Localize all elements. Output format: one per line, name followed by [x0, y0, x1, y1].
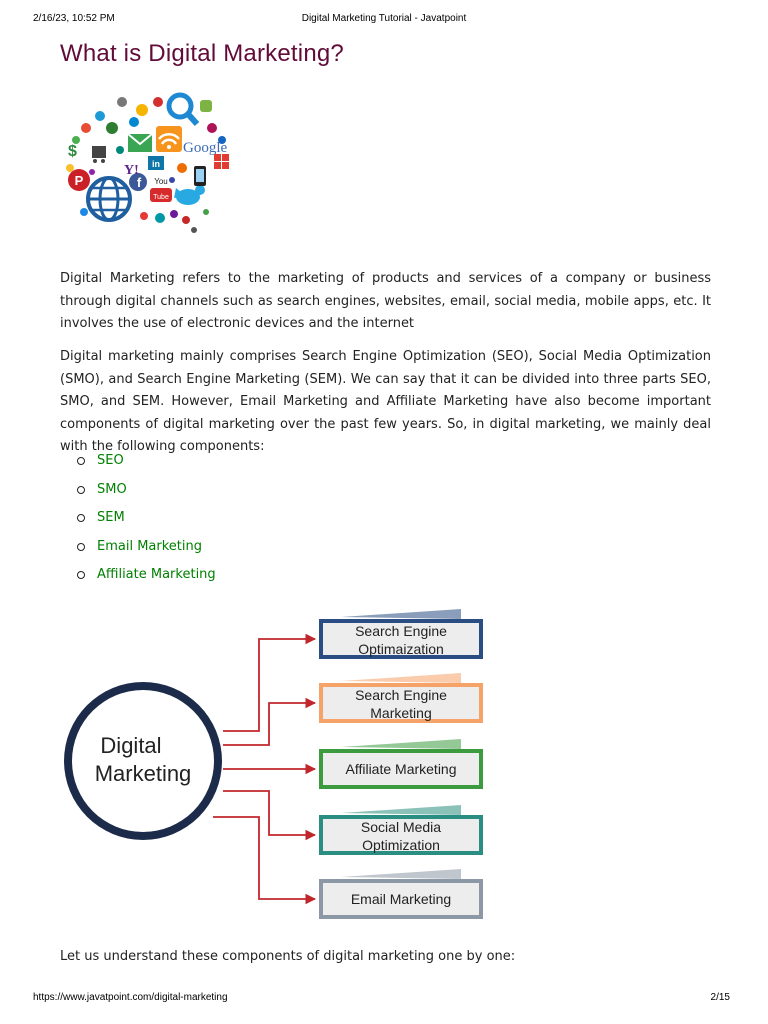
print-page-title: Digital Marketing Tutorial - Javatpoint: [301, 13, 467, 24]
svg-text:Google: Google: [183, 140, 228, 156]
facebook-icon: f: [129, 173, 147, 191]
box-label: Search Engine: [355, 623, 447, 639]
youtube-icon: Tube You: [150, 177, 172, 202]
component-box: Affiliate Marketing: [319, 739, 483, 789]
box-label: Email Marketing: [351, 891, 451, 907]
box-label: Social Media: [361, 819, 441, 835]
box-label: Optimaization: [358, 641, 444, 657]
pinterest-icon: P: [68, 169, 90, 191]
circle-bullet-icon: [77, 485, 85, 494]
smartphone-icon: [194, 166, 206, 186]
link-email-marketing[interactable]: Email Marketing: [97, 538, 202, 554]
box-inner: [323, 623, 479, 655]
linkedin-icon: in: [148, 156, 164, 170]
dollar-icon: $: [68, 143, 77, 160]
link-sem[interactable]: SEM: [97, 510, 125, 525]
svg-text:You: You: [154, 177, 168, 186]
connector-arrow: [223, 790, 317, 841]
circle-bullet-icon: [77, 457, 85, 465]
link-affiliate-marketing[interactable]: Affiliate Marketing: [97, 567, 216, 582]
email-icon: [127, 133, 153, 152]
print-datetime: 2/16/23, 10:52 PM: [33, 13, 115, 24]
box-label: Marketing: [370, 705, 431, 721]
box-inner: [323, 753, 479, 785]
box-inner: [323, 819, 479, 851]
center-label-line2: Marketing: [95, 761, 192, 786]
google-text: Google: [183, 140, 228, 156]
svg-text:P: P: [75, 173, 84, 188]
center-label-line1: Digital: [100, 733, 161, 758]
box-label: Optimization: [362, 837, 440, 853]
center-circle: Digital Marketing: [64, 682, 222, 840]
shopping-cart-icon: [92, 146, 106, 163]
paragraph-components: Digital marketing mainly comprises Searc…: [60, 349, 711, 454]
yahoo-icon: Y!: [124, 163, 139, 178]
windows-icon: [214, 154, 229, 169]
box-tab: [341, 609, 461, 619]
list-item: Email Marketing: [77, 536, 216, 565]
box-inner: [323, 687, 479, 719]
apple-icon: [117, 97, 127, 107]
svg-text:Tube: Tube: [153, 194, 169, 201]
box-label: Search Engine: [355, 687, 447, 703]
component-box: Email Marketing: [319, 869, 483, 919]
svg-text:$: $: [68, 143, 77, 160]
svg-text:in: in: [152, 159, 160, 169]
paragraph-closing: Let us understand these components of di…: [60, 949, 516, 964]
box-tab: [341, 673, 461, 683]
box-tab: [341, 805, 461, 815]
list-item: SMO: [77, 479, 216, 508]
connector-arrow: [213, 816, 317, 905]
connector-arrow: [223, 633, 317, 732]
circle-bullet-icon: [77, 571, 85, 579]
print-page-number: 2/15: [710, 992, 730, 1003]
paragraph-definition: Digital Marketing refers to the marketin…: [60, 271, 711, 331]
list-item: SEM: [77, 507, 216, 536]
wifi-icon: [156, 126, 182, 152]
components-list: SEO SMO SEM Email Marketing Affiliate Ma…: [77, 450, 216, 593]
box-tab: [341, 869, 461, 879]
circle-bullet-icon: [77, 514, 85, 522]
twitter-bird-icon: [174, 185, 205, 205]
globe-icon: [86, 176, 132, 222]
search-icon: [166, 92, 200, 127]
list-item: SEO: [77, 450, 216, 479]
connector-arrows: [213, 633, 317, 905]
svg-text:Y!: Y!: [124, 163, 139, 178]
digital-marketing-icon-cloud: P Google f Tube You in Y! $: [66, 92, 229, 233]
circle-bullet-icon: [77, 542, 85, 551]
android-icon: [200, 100, 212, 112]
box-label: Affiliate Marketing: [345, 761, 456, 777]
box-inner: [323, 883, 479, 915]
page-title: What is Digital Marketing?: [60, 40, 344, 67]
box-tab: [341, 739, 461, 749]
print-url: https://www.javatpoint.com/digital-marke…: [33, 992, 228, 1003]
connector-arrow: [223, 697, 317, 746]
link-smo[interactable]: SMO: [97, 481, 127, 497]
list-item: Affiliate Marketing: [77, 564, 216, 593]
svg-text:f: f: [137, 175, 142, 190]
link-seo[interactable]: SEO: [97, 453, 124, 468]
digital-marketing-diagram: Digital Marketing Search EngineOptimaiza…: [64, 609, 483, 919]
